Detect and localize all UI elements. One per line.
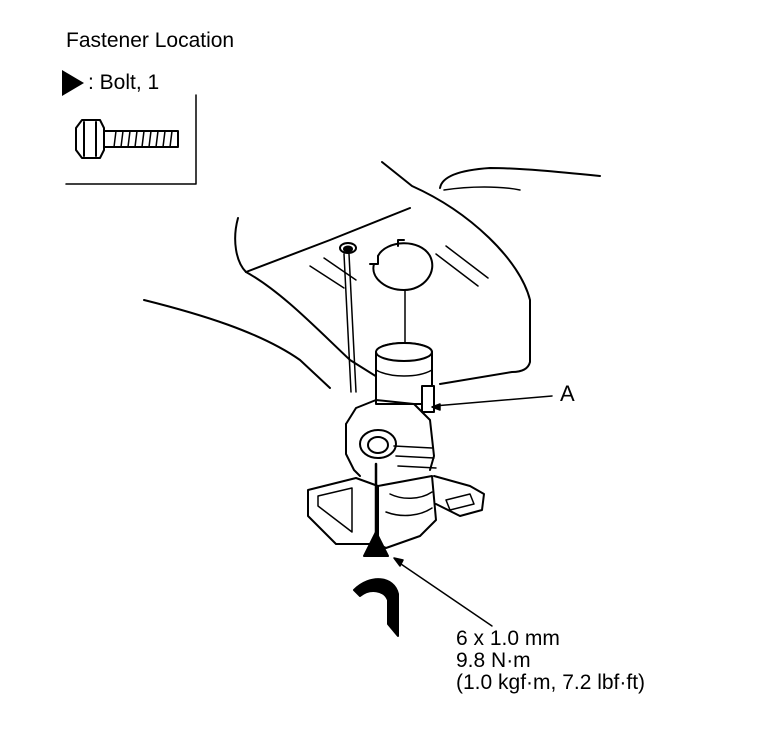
bolt-position-marker	[363, 462, 389, 557]
spec-thread: 6 x 1.0 mm	[456, 627, 560, 650]
mounting-bore	[339, 239, 434, 291]
torque-symbol-icon	[353, 578, 399, 637]
legend-text: : Bolt, 1	[88, 71, 160, 94]
torque-spec: 6 x 1.0 mm 9.8 N·m (1.0 kgf·m, 7.2 lbf·f…	[456, 628, 645, 694]
spec-torque-nm: 9.8 N·m	[456, 649, 531, 672]
spec-torque-alt: (1.0 kgf·m, 7.2 lbf·ft)	[456, 671, 646, 694]
bolt-icon	[75, 119, 179, 159]
alignment-lines	[343, 253, 406, 393]
leader-lines	[393, 395, 553, 627]
triangle-marker-icon	[62, 70, 84, 96]
fastener-legend: : Bolt, 1	[62, 70, 159, 96]
page-title: Fastener Location	[66, 29, 235, 52]
housing-outline	[143, 161, 601, 389]
bolt-inset-box	[65, 94, 197, 185]
callout-label-a: A	[560, 381, 575, 406]
sensor-assembly	[307, 342, 485, 549]
